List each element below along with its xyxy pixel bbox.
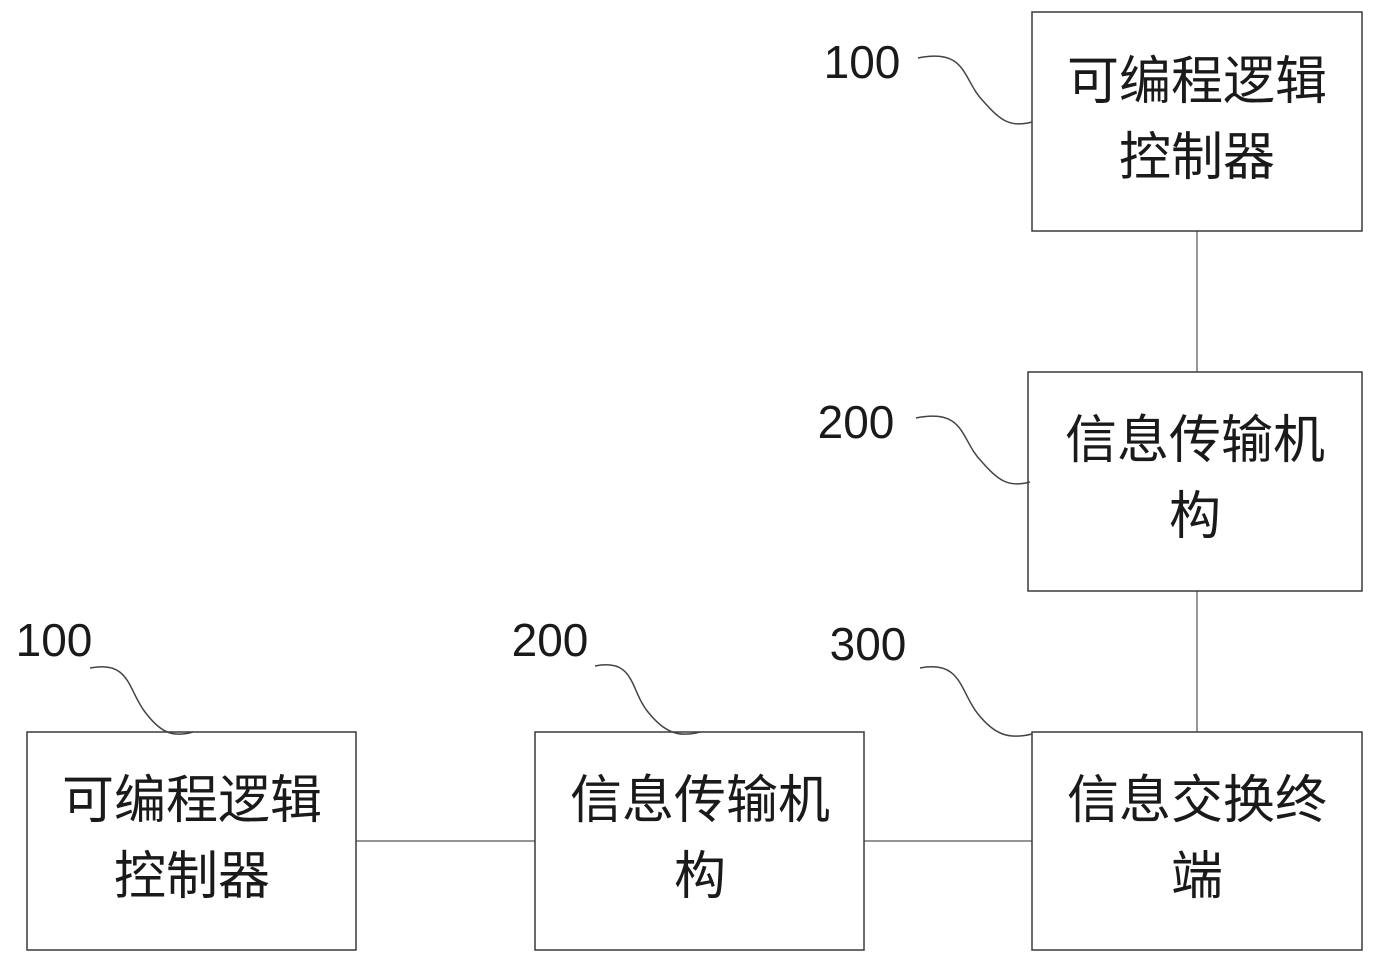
exchange-terminal-ref: 300 <box>830 618 907 670</box>
plc-top-box <box>1031 11 1363 232</box>
plc-bottom-leader <box>89 665 194 735</box>
transfer-top-ref: 200 <box>818 396 895 448</box>
transfer-bottom-label-line2: 构 <box>674 847 726 907</box>
transfer-top-label-line1: 信息传输机 <box>1065 411 1325 471</box>
plc-top-label-line2: 控制器 <box>1119 128 1275 188</box>
plc-bottom-ref: 100 <box>16 614 93 666</box>
plc-top-ref: 100 <box>824 36 901 88</box>
plc-bottom-label-line1: 可编程逻辑 <box>62 771 322 831</box>
transfer-bottom-leader <box>594 664 701 735</box>
transfer-bottom-box <box>534 731 865 951</box>
exchange-terminal-leader <box>919 666 1033 737</box>
transfer-top-leader <box>915 415 1031 485</box>
plc-top-leader <box>917 55 1033 125</box>
transfer-bottom-label-line1: 信息传输机 <box>570 771 830 831</box>
transfer-bottom-ref: 200 <box>512 614 589 666</box>
transfer-top-box <box>1027 371 1363 592</box>
exchange-terminal-block: 信息交换终 端 300 <box>830 618 1363 951</box>
transfer-top-label-line2: 构 <box>1169 487 1221 547</box>
plc-top-block: 可编程逻辑 控制器 100 <box>824 11 1363 232</box>
transfer-top-block: 信息传输机 构 200 <box>818 371 1363 592</box>
exchange-terminal-box <box>1031 731 1363 951</box>
plc-top-label-line1: 可编程逻辑 <box>1067 52 1327 112</box>
transfer-bottom-block: 信息传输机 构 200 <box>512 614 865 951</box>
exchange-terminal-label-line1: 信息交换终 <box>1067 771 1327 831</box>
plc-bottom-block: 可编程逻辑 控制器 100 <box>16 614 357 951</box>
exchange-terminal-label-line2: 端 <box>1171 847 1223 907</box>
plc-bottom-label-line2: 控制器 <box>114 847 270 907</box>
plc-bottom-box <box>26 731 357 951</box>
